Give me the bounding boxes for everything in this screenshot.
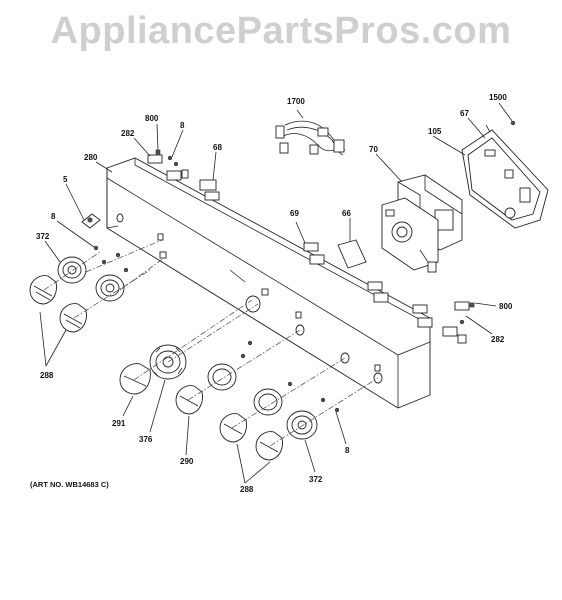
- control-board-105: [461, 120, 549, 229]
- gasket-66: [337, 239, 367, 269]
- callout-1500: 1500: [489, 93, 507, 102]
- callout-280: 280: [84, 153, 98, 162]
- callout-70: 70: [369, 145, 378, 154]
- callout-291: 291: [112, 419, 126, 428]
- callout-282-top: 282: [121, 129, 135, 138]
- callout-372-left: 372: [36, 232, 50, 241]
- callout-376: 376: [139, 435, 153, 444]
- control-panel-backsplash: [106, 157, 431, 409]
- oven-control-70: [381, 174, 463, 273]
- bracket-68: [199, 151, 220, 201]
- callout-8-lower: 8: [345, 446, 350, 455]
- bezel-372-left-lower: [95, 274, 125, 302]
- screws-lower: [240, 340, 340, 413]
- callout-5: 5: [63, 175, 68, 184]
- knob-288-lower-b: [255, 431, 283, 461]
- knob-288-left-lower: [59, 303, 87, 333]
- clip-69: [295, 221, 325, 265]
- knob-288-lower-a: [219, 413, 247, 443]
- callout-800-right: 800: [499, 302, 513, 311]
- bezel-lower-b: [253, 388, 283, 416]
- callout-288-left: 288: [40, 371, 54, 380]
- dash-lines-left: [43, 239, 165, 319]
- callout-800-top: 800: [145, 114, 159, 123]
- bezel-372-left-upper: [57, 256, 87, 284]
- leader-lines: [39, 102, 513, 484]
- art-number: (ART NO. WB14683 C): [30, 480, 109, 489]
- wire-harness-1700: [275, 120, 346, 156]
- callout-1700: 1700: [287, 97, 305, 106]
- callout-69: 69: [290, 209, 299, 218]
- watermark-text: AppliancePartsPros.com: [50, 10, 512, 52]
- bezel-372-lower: [286, 410, 318, 440]
- callout-66: 66: [342, 209, 351, 218]
- callout-288-lower: 288: [240, 485, 254, 494]
- switch-5: [81, 213, 101, 229]
- knob-288-left-upper: [29, 275, 57, 305]
- dash-lines-lower: [133, 299, 379, 447]
- callout-67: 67: [460, 109, 469, 118]
- callout-290: 290: [180, 457, 194, 466]
- callout-8-top: 8: [180, 121, 185, 130]
- callout-372-lower: 372: [309, 475, 323, 484]
- knob-290: [175, 385, 203, 415]
- callout-8-left: 8: [51, 212, 56, 221]
- callout-labels: 1700 1500 67 105 70 800 8 282 68 280 5 8…: [30, 93, 513, 494]
- clip-right: [367, 281, 433, 328]
- bracket-282-right: [442, 301, 475, 344]
- bezel-lower-a: [207, 363, 237, 391]
- callout-282-right: 282: [491, 335, 505, 344]
- callout-68: 68: [213, 143, 222, 152]
- bracket-282-top: [147, 149, 189, 181]
- callout-105: 105: [428, 127, 442, 136]
- screws-left: [93, 245, 129, 273]
